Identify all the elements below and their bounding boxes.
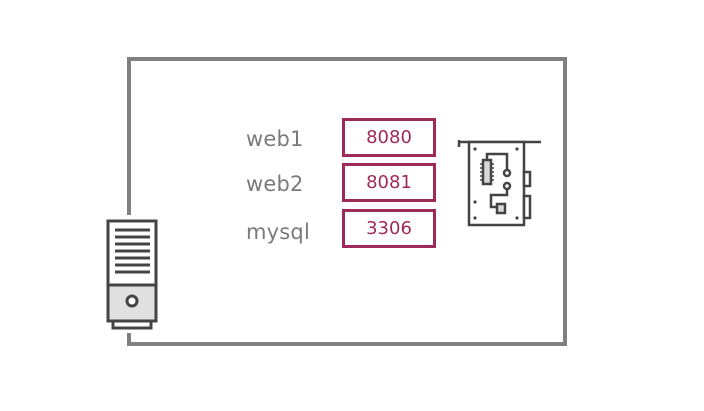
container-label-mysql: mysql: [246, 220, 310, 244]
container-label-web1: web1: [246, 127, 304, 151]
container-label-web2: web2: [246, 172, 304, 196]
network-card-icon: [457, 140, 541, 227]
host-boundary-frame: [127, 57, 567, 346]
port-box-web1: 8080: [342, 118, 436, 157]
server-tower-icon: [106, 219, 158, 330]
port-box-mysql: 3306: [342, 209, 436, 248]
port-box-web2: 8081: [342, 163, 436, 202]
